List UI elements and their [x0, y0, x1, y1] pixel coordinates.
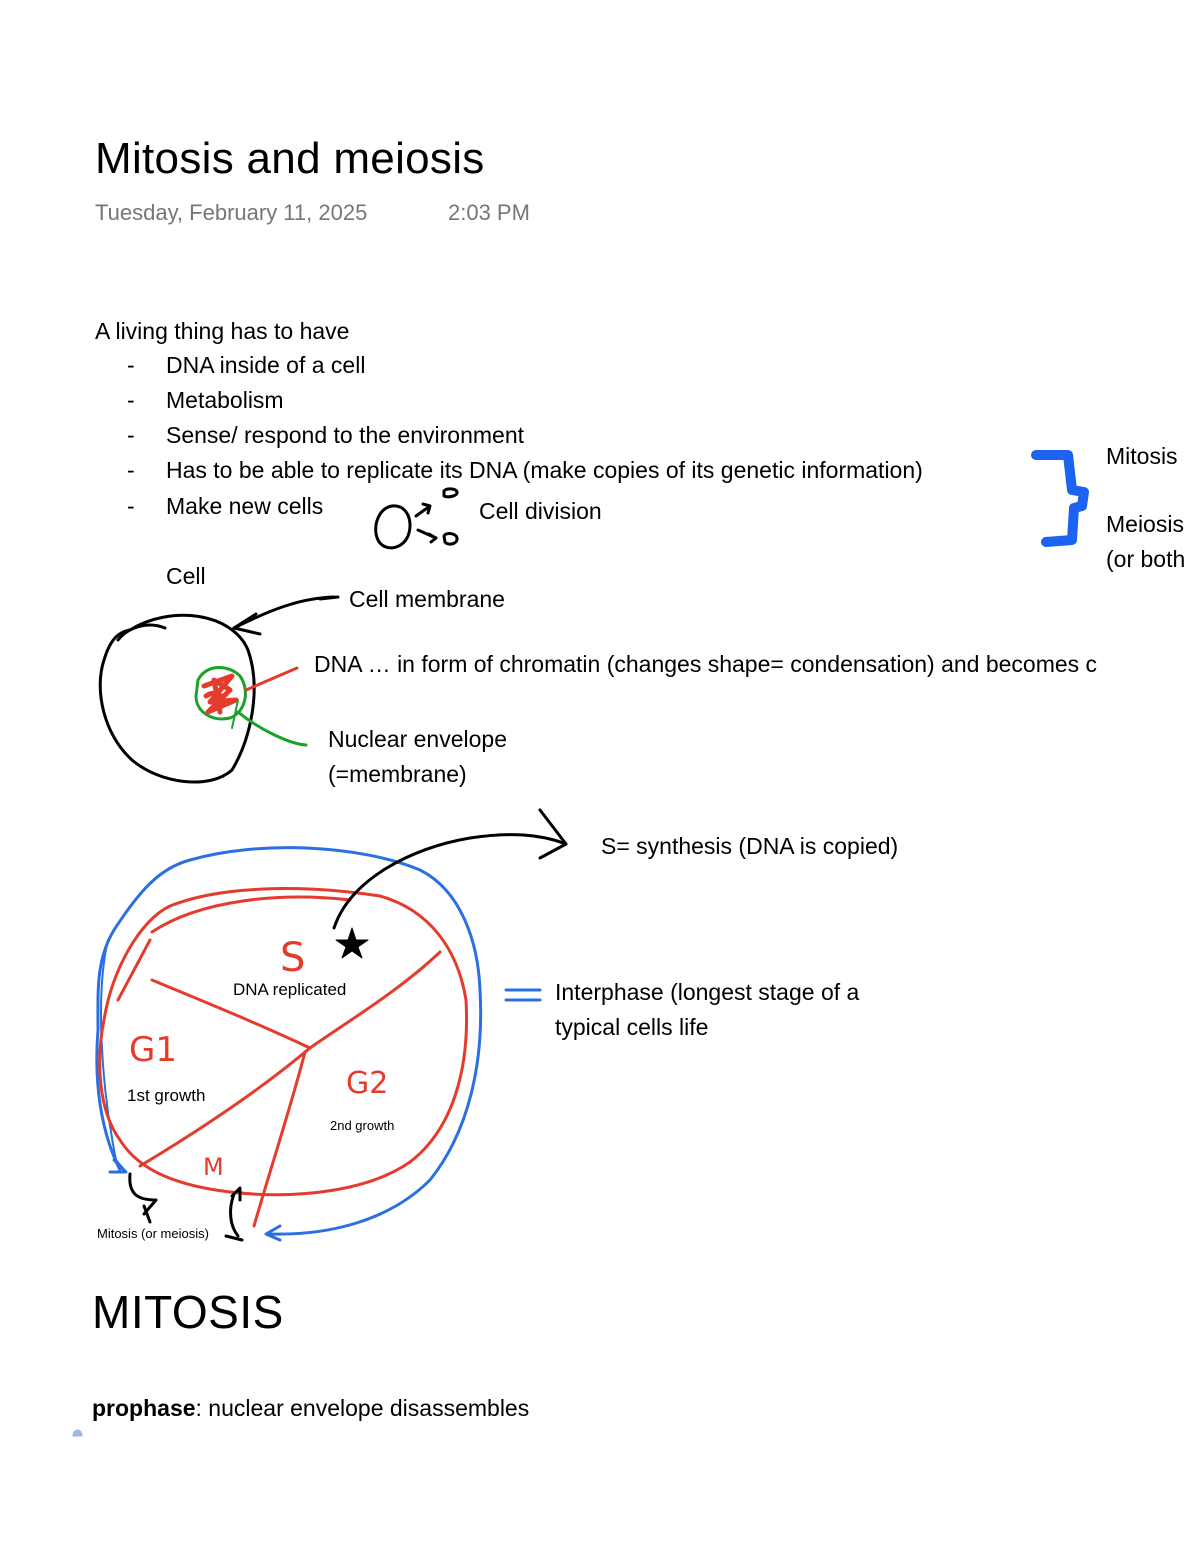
nucleus-shape	[194, 666, 247, 721]
parent-cell-shape	[374, 504, 412, 550]
list-item: Metabolism	[166, 387, 284, 413]
list-bullet: -	[127, 387, 135, 413]
cycle-divider-line	[138, 1046, 312, 1168]
cell-membrane-label: Cell membrane	[349, 586, 505, 612]
g2-phase-label: G2	[346, 1066, 389, 1101]
page-date: Tuesday, February 11, 2025	[95, 200, 368, 225]
or-both-label: (or both	[1106, 546, 1186, 572]
m-phase-label: M	[203, 1153, 224, 1181]
interphase-loop-outline	[95, 846, 483, 1236]
dna-replicated-label: DNA replicated	[233, 980, 347, 999]
list-bullet: -	[127, 493, 135, 519]
arrow-head-icon	[538, 808, 568, 860]
synthesis-pointer-line	[332, 833, 568, 930]
page-time: 2:03 PM	[448, 200, 530, 225]
prophase-description: : nuclear envelope disassembles	[195, 1395, 530, 1421]
arrow-head-icon	[232, 612, 262, 636]
mitosis-note-label: Mitosis (or meiosis)	[97, 1226, 209, 1241]
s-phase-label: S	[280, 935, 306, 981]
list-item: Sense/ respond to the environment	[166, 422, 525, 448]
mitosis-heading: MITOSIS	[92, 1286, 284, 1338]
m-phase-bracket	[224, 1186, 244, 1242]
m-phase-bracket	[128, 1172, 158, 1224]
g1-phase-label: G1	[129, 1030, 177, 1070]
cell-division-doodle	[374, 487, 459, 550]
membrane-pointer-line	[232, 595, 336, 630]
cell-division-label: Cell division	[479, 498, 602, 524]
chromatin-scribble	[203, 690, 226, 709]
mitosis-label: Mitosis	[1106, 443, 1178, 469]
nuclear-envelope-label: Nuclear envelope	[328, 726, 508, 752]
interphase-label-line1: Interphase (longest stage of a	[555, 979, 860, 1005]
synthesis-label: S= synthesis (DNA is copied)	[601, 833, 899, 859]
meiosis-label: Meiosis	[1106, 511, 1184, 537]
first-growth-label: 1st growth	[127, 1086, 206, 1105]
arrow-head-icon	[108, 1158, 128, 1174]
arrow-head-icon	[264, 1224, 282, 1242]
list-bullet: -	[127, 457, 135, 483]
prophase-term: prophase	[92, 1395, 196, 1421]
page-marker-icon	[72, 1429, 83, 1437]
cycle-divider-line	[150, 978, 312, 1050]
daughter-cell-shape	[442, 532, 459, 546]
star-icon	[335, 927, 369, 959]
cycle-divider-line	[308, 950, 442, 1050]
cell-cycle-diagram	[95, 808, 568, 1242]
cell-sketch	[98, 595, 340, 784]
daughter-cell-shape	[442, 487, 459, 499]
list-bullet: -	[127, 352, 135, 378]
dna-label: DNA … in form of chromatin (changes shap…	[314, 651, 1098, 677]
dna-pointer-line	[244, 666, 299, 692]
cell-outline-shape	[98, 613, 256, 784]
membrane-note-label: (=membrane)	[328, 761, 467, 787]
prophase-line: prophase: nuclear envelope disassembles	[92, 1395, 529, 1422]
list-item: Make new cells	[166, 493, 324, 519]
intro-lead: A living thing has to have	[95, 318, 350, 344]
bracket-icon	[1031, 450, 1089, 547]
envelope-pointer-line	[236, 710, 308, 747]
cell-cycle-circle	[98, 887, 469, 1197]
list-item: Has to be able to replicate its DNA (mak…	[166, 457, 923, 483]
page-title: Mitosis and meiosis	[95, 134, 485, 183]
second-growth-label: 2nd growth	[330, 1118, 395, 1133]
cell-label: Cell	[166, 563, 206, 589]
arrow-down-icon	[416, 528, 438, 544]
equals-icon	[504, 988, 542, 1002]
cycle-divider-line	[252, 1050, 307, 1228]
cell-outline-stroke	[116, 623, 167, 642]
arrow-up-icon	[414, 502, 432, 518]
list-bullet: -	[127, 422, 135, 448]
interphase-label-line2: typical cells life	[555, 1014, 709, 1040]
list-item: DNA inside of a cell	[166, 352, 366, 378]
